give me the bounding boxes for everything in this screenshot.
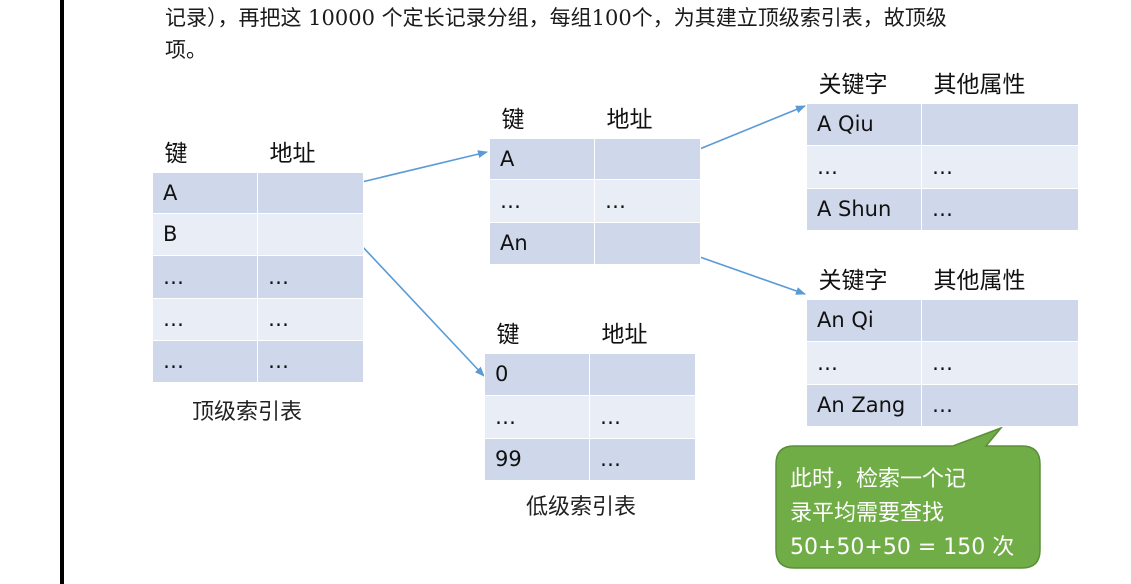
table-row: 99 … <box>484 437 696 481</box>
arrow-top-a-to-mid <box>344 150 488 187</box>
low-index-table: 键 地址 0 … … 99 … <box>484 311 696 481</box>
records-upper-header-key: 关键字 <box>818 71 888 98</box>
table-cell: … <box>257 254 364 299</box>
table-cell: … <box>152 297 258 341</box>
mid-index-table: 键 地址 A … … An <box>489 96 701 265</box>
table-cell: … <box>589 394 696 439</box>
low-index-header-address: 地址 <box>601 321 648 348</box>
records-upper-table: 关键字 其他属性 A Qiu … … A Shun … <box>806 61 1079 231</box>
table-cell: A <box>489 137 595 180</box>
table-cell: 99 <box>484 437 590 481</box>
paragraph-line-2: 项。 <box>165 38 207 62</box>
table-cell: An <box>489 221 595 265</box>
table-cell <box>589 352 696 396</box>
table-row: An Qi <box>806 298 1079 342</box>
paragraph-line-1: 记录），再把这 10000 个定长记录分组，每组100个，为其建立顶级索引表，故… <box>165 6 947 30</box>
table-cell: … <box>589 437 696 481</box>
table-row: … … <box>806 340 1079 385</box>
callout-line-1: 此时，检索一个记 <box>790 467 967 492</box>
arrow-mid-an-to-records-lower <box>679 249 806 295</box>
left-border-rule <box>60 0 64 584</box>
callout-text: 此时，检索一个记 录平均需要查找 50+50+50 = 150 次 <box>790 463 1030 565</box>
table-row: A Qiu <box>806 102 1079 146</box>
table-row: A <box>152 171 364 214</box>
table-cell: … <box>257 297 364 341</box>
top-index-header-address: 地址 <box>269 140 316 167</box>
table-cell <box>921 298 1079 342</box>
records-lower-header-key: 关键字 <box>818 267 888 294</box>
table-cell <box>257 171 364 214</box>
table-row: A <box>489 137 701 180</box>
table-row: … … <box>152 339 364 383</box>
table-row: … … <box>489 178 701 223</box>
table-cell: A <box>152 171 258 214</box>
records-lower-table: 关键字 其他属性 An Qi … … An Zang … <box>806 257 1079 427</box>
mid-index-header-key: 键 <box>501 106 525 133</box>
table-cell: An Zang <box>806 383 922 427</box>
table-cell: … <box>152 339 258 383</box>
table-cell: … <box>806 144 922 189</box>
table-cell: … <box>257 339 364 383</box>
table-row: 0 <box>484 352 696 396</box>
callout-bubble <box>775 426 1041 569</box>
table-cell: A Shun <box>806 187 922 231</box>
records-lower-header-attrs: 其他属性 <box>933 267 1026 294</box>
table-cell: … <box>152 254 258 299</box>
arrow-mid-a-to-records-upper <box>679 105 806 158</box>
table-cell: A Qiu <box>806 102 922 146</box>
table-cell: … <box>489 178 595 223</box>
table-row: An <box>489 221 701 265</box>
table-cell: … <box>921 340 1079 385</box>
table-row: … … <box>152 254 364 299</box>
callout-line-3: 50+50+50 = 150 次 <box>790 535 1015 560</box>
table-cell: … <box>921 144 1079 189</box>
table-cell: An Qi <box>806 298 922 342</box>
arrow-top-b-to-low <box>344 227 485 377</box>
table-cell: … <box>484 394 590 439</box>
table-cell: … <box>921 383 1079 427</box>
table-row: B <box>152 212 364 256</box>
top-index-caption: 顶级索引表 <box>192 400 303 425</box>
table-cell <box>594 221 701 265</box>
low-index-header-key: 键 <box>496 321 520 348</box>
table-row: … … <box>806 144 1079 189</box>
table-cell <box>257 212 364 256</box>
table-cell <box>594 137 701 180</box>
top-index-table: 键 地址 A B … … … … … … <box>152 130 364 383</box>
records-upper-header-attrs: 其他属性 <box>933 71 1026 98</box>
low-index-caption: 低级索引表 <box>526 495 637 520</box>
table-cell <box>921 102 1079 146</box>
table-row: A Shun … <box>806 187 1079 231</box>
callout-line-2: 录平均需要查找 <box>790 501 945 526</box>
table-cell: … <box>594 178 701 223</box>
table-cell: B <box>152 212 258 256</box>
mid-index-header-address: 地址 <box>606 106 653 133</box>
table-cell: … <box>806 340 922 385</box>
top-index-header-key: 键 <box>164 140 188 167</box>
table-row: An Zang … <box>806 383 1079 427</box>
table-cell: 0 <box>484 352 590 396</box>
table-row: … … <box>484 394 696 439</box>
table-row: … … <box>152 297 364 341</box>
table-cell: … <box>921 187 1079 231</box>
